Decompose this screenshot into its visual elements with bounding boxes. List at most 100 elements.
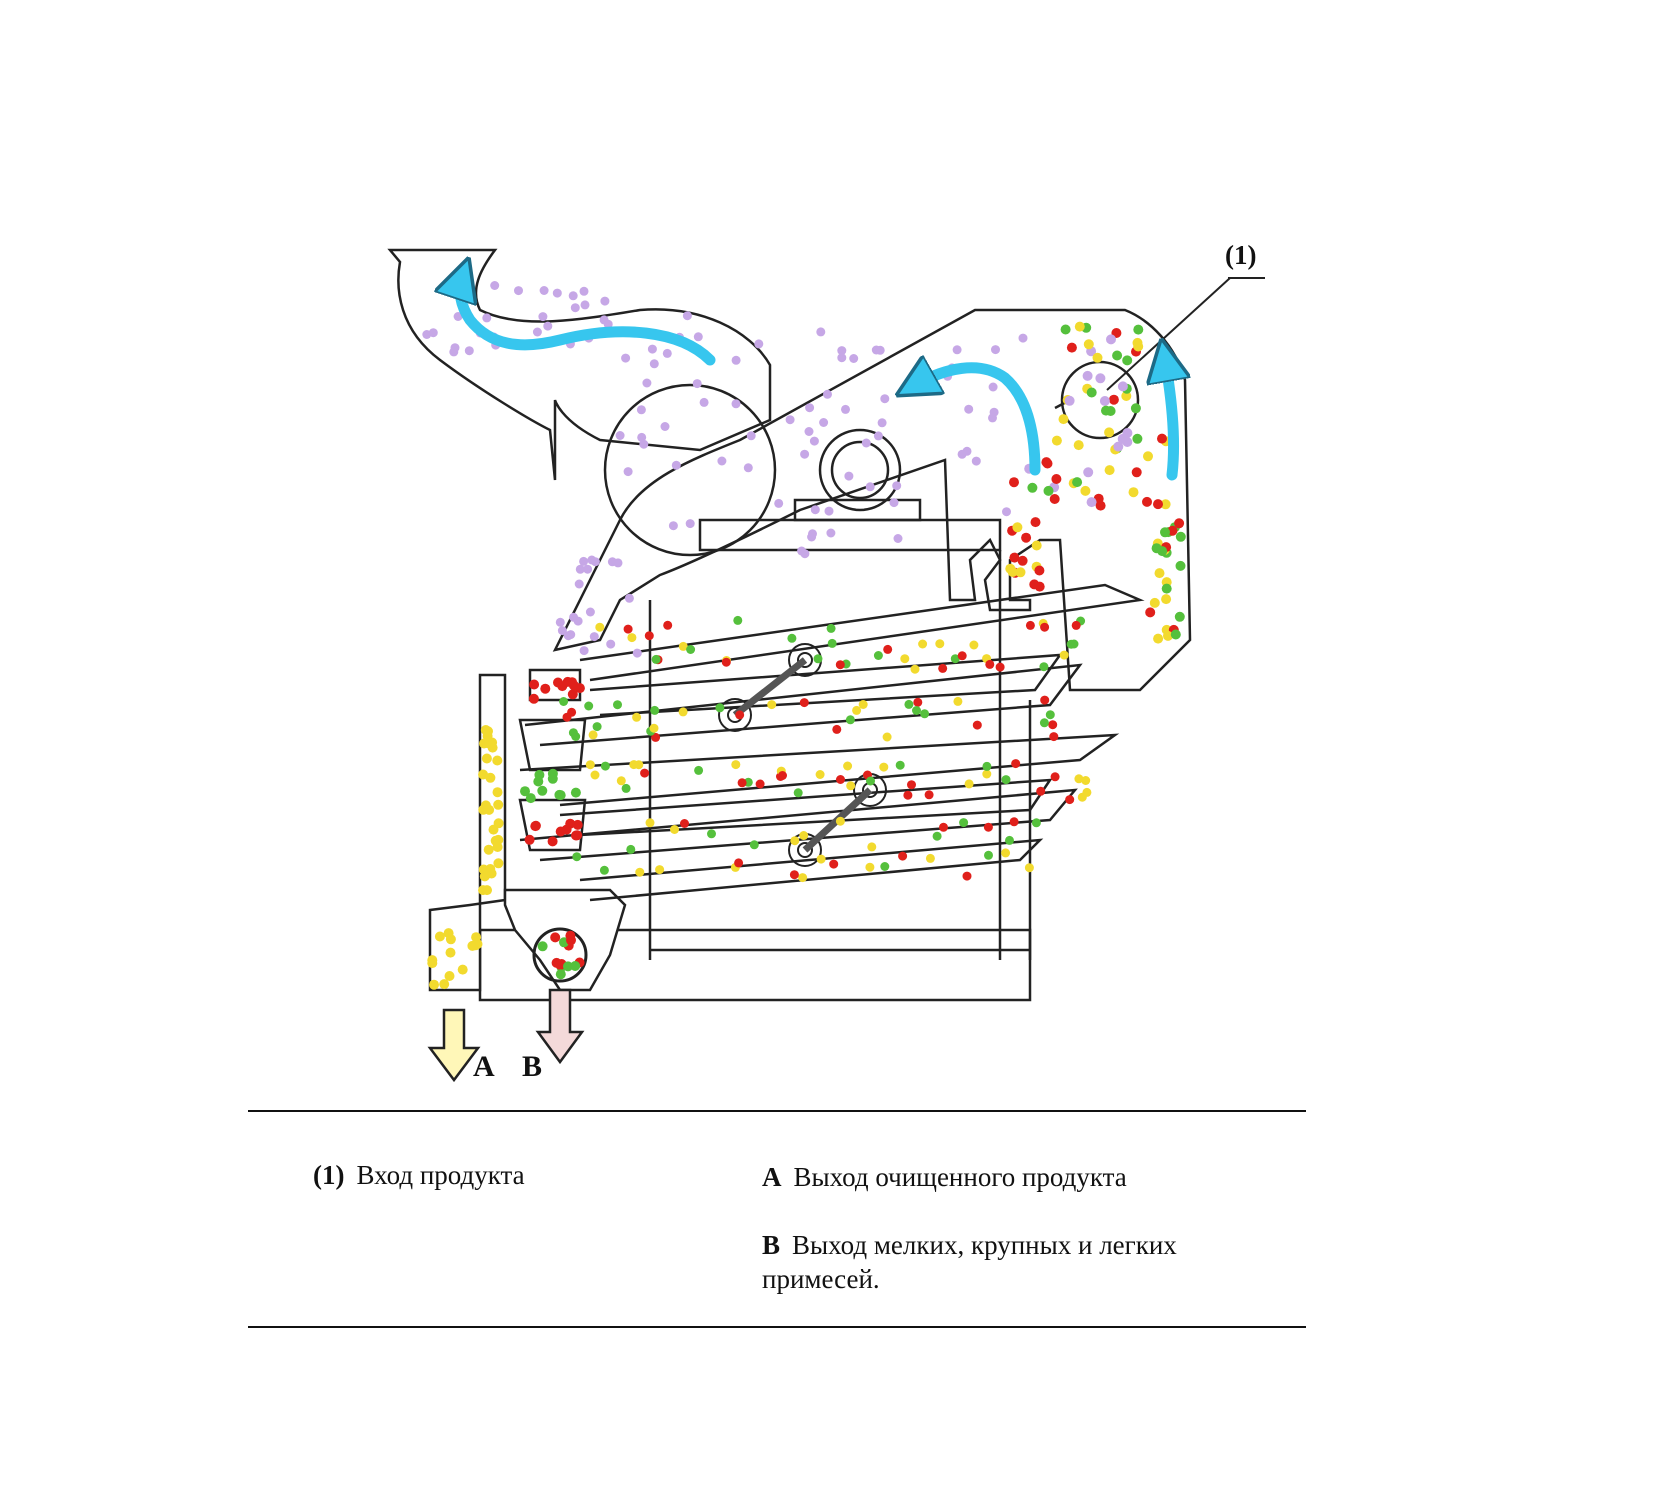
particle-dot <box>427 958 438 969</box>
particle-dot <box>574 579 584 589</box>
particle-dot <box>837 353 847 363</box>
particle-dot <box>755 779 765 789</box>
particle-dot <box>880 394 890 404</box>
particle-dot <box>889 498 899 508</box>
particle-dot <box>1059 650 1069 660</box>
particle-dot <box>826 623 836 633</box>
particle-dot <box>804 427 814 436</box>
particle-dot <box>882 732 892 742</box>
particle-dot <box>879 762 889 772</box>
particle-dot <box>1143 451 1153 462</box>
particle-dot <box>861 438 871 448</box>
particle-dot <box>800 449 810 459</box>
particle-dot <box>877 418 887 428</box>
particle-dot <box>982 769 992 779</box>
particle-dot <box>543 321 553 331</box>
particle-dot <box>866 776 875 786</box>
particle-dot <box>717 456 727 466</box>
particle-dot <box>1002 507 1011 517</box>
particle-dot <box>950 654 960 664</box>
particle-dot <box>1051 474 1062 484</box>
air-flow-arrow-outlet <box>460 278 716 366</box>
particle-dot <box>1082 370 1093 381</box>
particle-dot <box>984 850 993 860</box>
particle-dot <box>467 940 478 951</box>
particle-dot <box>907 780 916 790</box>
particle-dot <box>1051 435 1062 446</box>
particle-dot <box>1071 620 1081 630</box>
legend-inlet-key: (1) <box>313 1160 345 1190</box>
particle-dot <box>567 689 578 700</box>
particle-dot <box>492 787 503 798</box>
particle-dot <box>964 404 974 414</box>
particle-dot <box>481 753 492 764</box>
particle-dot <box>540 683 551 694</box>
particle-dot <box>678 707 688 717</box>
particle-dots <box>422 281 1186 990</box>
legend-outlet-b-text-line1: Выход мелких, крупных и легких <box>792 1230 1177 1260</box>
particle-dot <box>957 651 967 661</box>
particle-dot <box>858 700 868 709</box>
particle-dot <box>1009 477 1019 488</box>
particle-dot <box>557 626 567 636</box>
particle-dot <box>1040 622 1050 632</box>
particle-dot <box>538 312 548 322</box>
particle-dot <box>692 379 702 389</box>
particle-dot <box>1021 532 1032 543</box>
particle-dot <box>624 593 634 603</box>
particle-dot <box>580 300 590 310</box>
particle-dot <box>1064 395 1075 406</box>
particle-dot <box>867 842 877 852</box>
particle-dot <box>938 663 948 673</box>
particle-dot <box>547 773 558 784</box>
particle-dot <box>1121 391 1132 401</box>
particle-dot <box>645 818 655 828</box>
particle-dot <box>555 960 566 970</box>
particle-dot <box>952 345 962 355</box>
particle-dot <box>991 345 1000 355</box>
particle-dot <box>623 467 633 477</box>
particle-dot <box>680 819 689 828</box>
particle-dot <box>1106 334 1116 345</box>
particle-dot <box>1101 405 1111 416</box>
legend-outlet-b-text-line2: примесей. <box>762 1264 880 1294</box>
particle-dot <box>595 622 605 632</box>
particle-dot <box>670 825 679 834</box>
particle-dot <box>1160 527 1170 538</box>
particle-dot <box>746 431 756 441</box>
particle-dot <box>649 723 659 733</box>
particle-dot <box>912 706 921 715</box>
particle-dot <box>832 724 842 734</box>
particle-dot <box>600 761 610 771</box>
particle-dot <box>478 769 489 780</box>
particle-dot <box>971 456 981 466</box>
particle-dot <box>555 790 566 801</box>
particle-dot <box>823 389 832 399</box>
outlet-b-rotor <box>532 927 588 983</box>
particle-dot <box>1161 583 1172 594</box>
particle-dot <box>484 804 495 815</box>
particle-dot <box>798 873 808 883</box>
outlet-a-label: A <box>473 1050 495 1083</box>
particle-dot <box>844 471 854 481</box>
particle-dot <box>634 760 644 770</box>
particle-dot <box>1142 496 1152 507</box>
particle-dot <box>985 659 995 669</box>
particle-dot <box>1112 350 1123 361</box>
outlet-b-label: B <box>522 1050 543 1083</box>
particle-dot <box>813 654 823 664</box>
particle-dot <box>1030 517 1041 528</box>
particle-dot <box>731 355 741 365</box>
particle-dot <box>671 460 681 470</box>
particle-dot <box>799 698 809 708</box>
particle-dot <box>570 961 581 971</box>
particle-dot <box>434 931 445 942</box>
particle-dot <box>1095 500 1106 511</box>
particle-dot <box>737 778 747 788</box>
particle-dot <box>1113 441 1124 452</box>
particle-dot <box>566 935 576 946</box>
particle-dot <box>590 770 600 780</box>
particle-dot <box>735 710 745 720</box>
particle-dot <box>534 769 545 780</box>
